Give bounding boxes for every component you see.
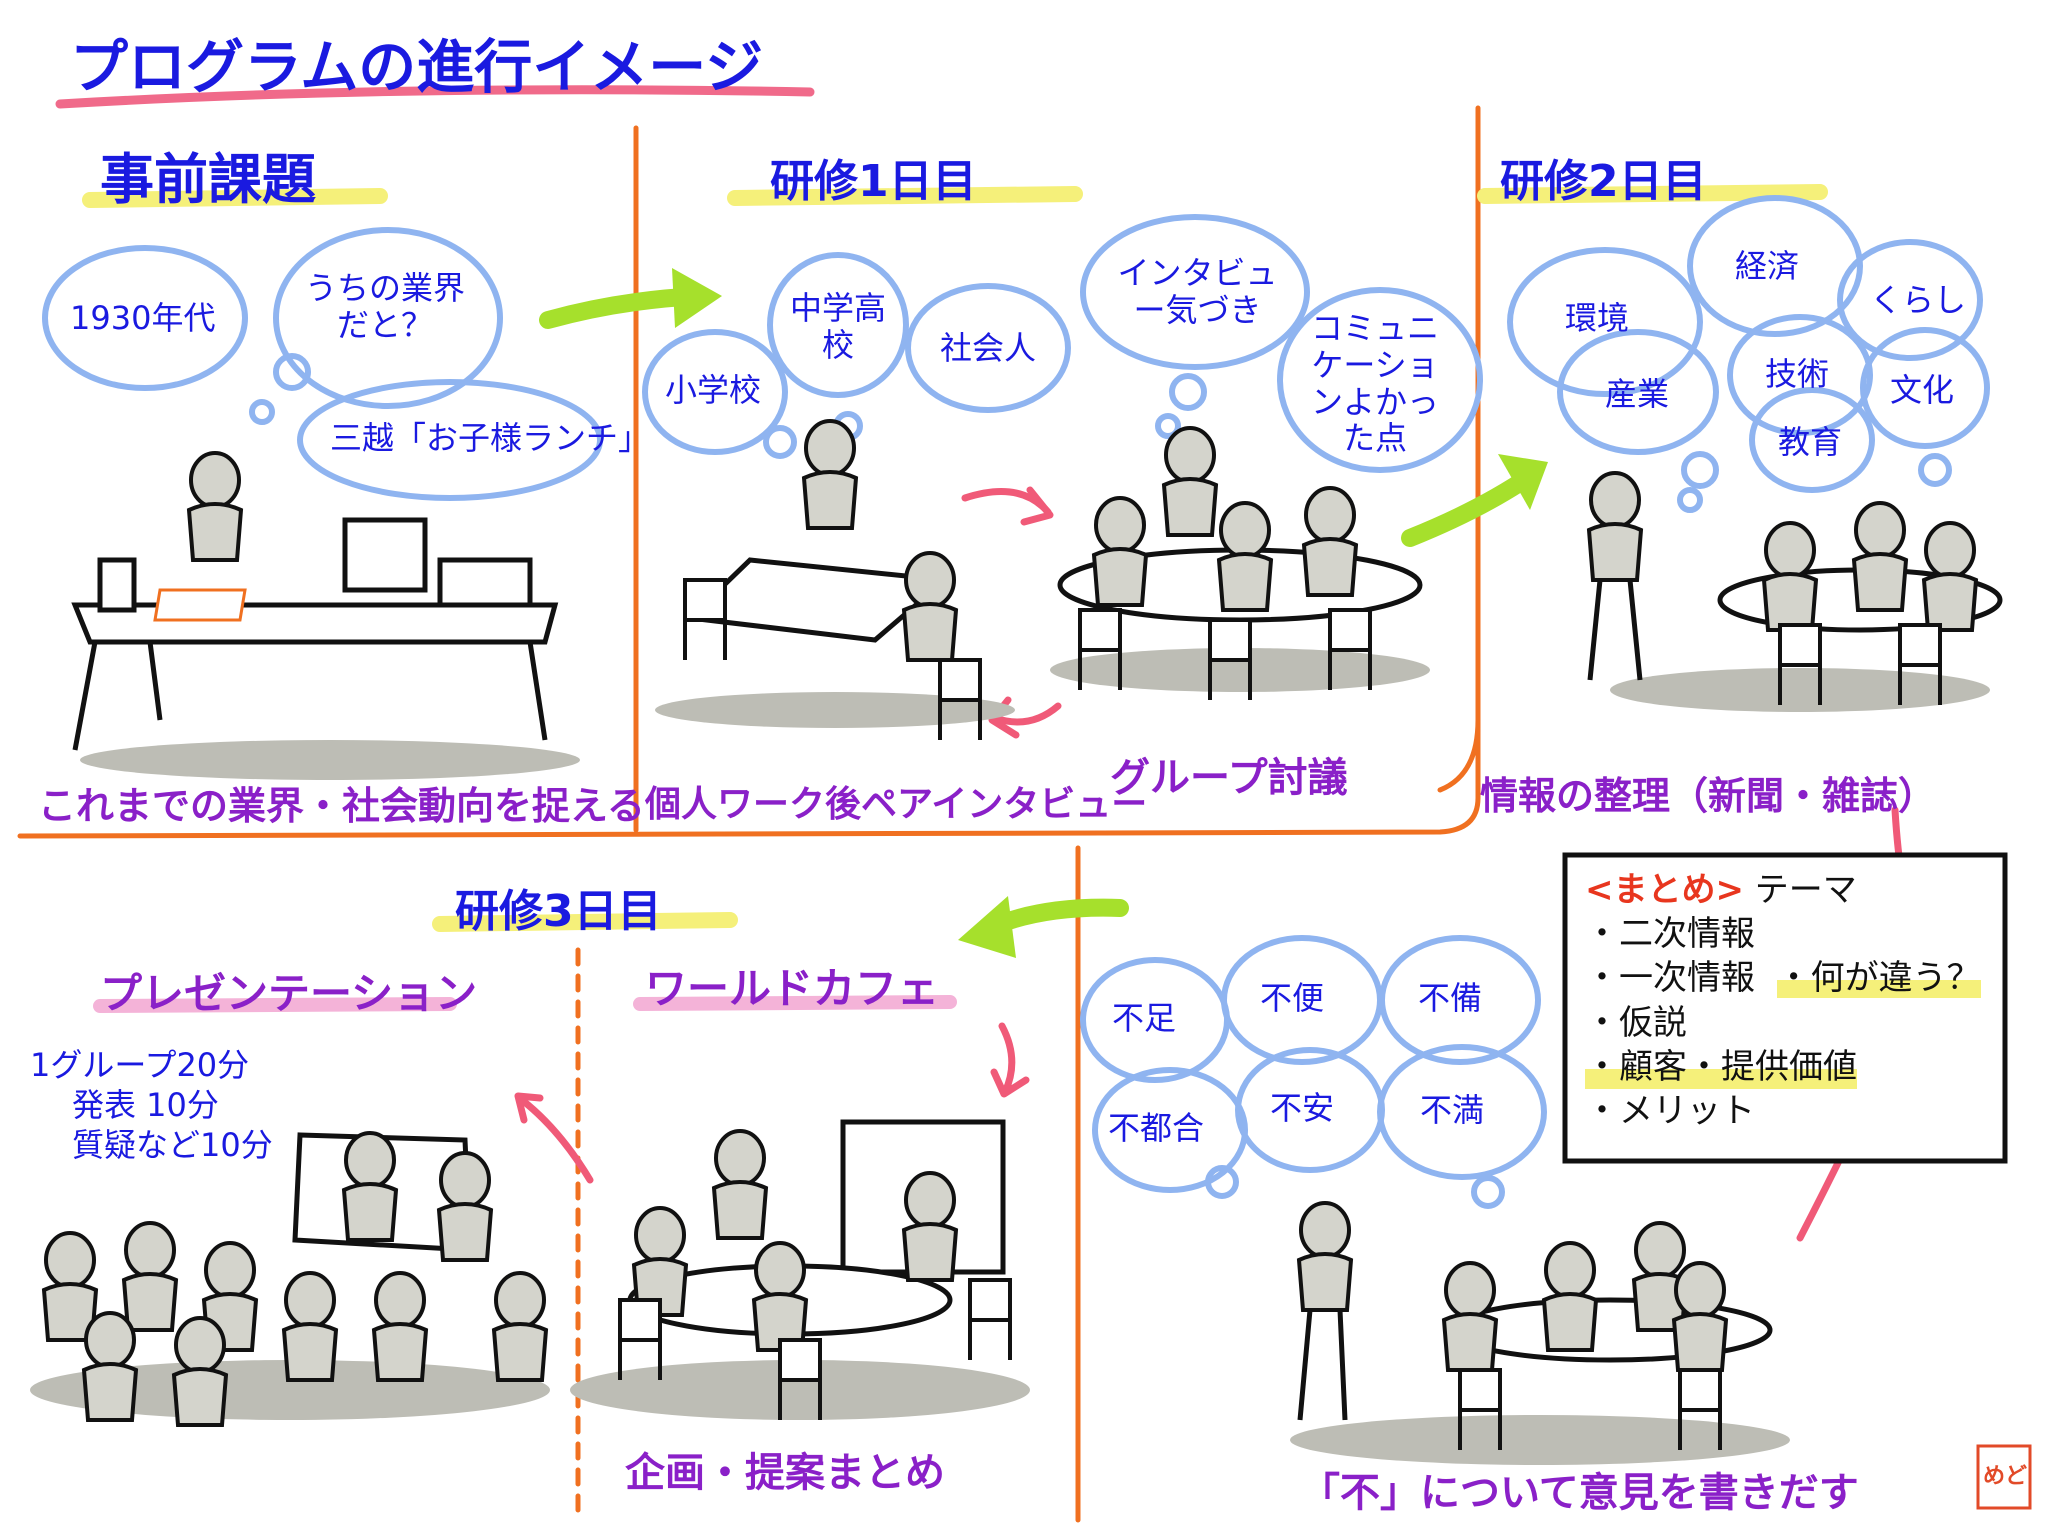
heading-highlights [82, 184, 1828, 1013]
scene-day2-organize [1587, 471, 2003, 712]
heading-day3: 研修3日目 [455, 886, 662, 937]
summary-tag: <まとめ> [1585, 870, 1744, 910]
caption-pre-task: これまでの業界・社会動向を捉える [38, 784, 645, 828]
bubble-communication: コミュニケーションよかった点 [1310, 309, 1439, 458]
note-presentation-time: 発表 10分 [72, 1086, 219, 1124]
bubble-mitsukoshi: 三越「お子様ランチ」 [330, 419, 651, 457]
bubble-working-adult: 社会人 [940, 329, 1037, 367]
bubble-fuman: 不満 [1420, 1091, 1485, 1129]
title-underline [55, 85, 815, 109]
summary-item-primary: ・一次情報 [1585, 958, 1755, 999]
heading-day2: 研修2日目 [1500, 156, 1707, 207]
caption-pair-interview: 個人ワーク後ペアインタビュー [645, 784, 1148, 825]
bubble-futsugou: 不都合 [1108, 1109, 1205, 1147]
scene-pre-task-desk [71, 451, 580, 780]
caption-proposal: 企画・提案まとめ [625, 1450, 945, 1496]
title: プログラムの進行イメージ [70, 33, 764, 101]
signature-stamp-frame [1976, 1444, 2032, 1510]
progress-arrows-green [539, 268, 1548, 958]
note-group-time: 1グループ20分 [30, 1046, 250, 1084]
thought-bubbles [42, 195, 1990, 1209]
summary-box-frame [1562, 852, 2008, 1164]
bubble-fuan: 不安 [1270, 1089, 1335, 1127]
section-dividers [17, 105, 1481, 1523]
signature: めど [1982, 1464, 2027, 1489]
bubble-economy: 経済 [1735, 247, 1800, 285]
summary-item-difference: ・何が違う？ [1776, 958, 1981, 999]
caption-fu-opinions: 「不」について意見を書きだす [1300, 1470, 1859, 1516]
summary-item-secondary: ・二次情報 [1585, 914, 1755, 955]
summary-item-merit: ・メリット [1585, 1090, 1755, 1131]
heading-presentation: プレゼンテーション [100, 969, 478, 1018]
bubble-living: くらし [1870, 281, 1967, 319]
divider-day1-day2 [17, 105, 1481, 839]
scene-day1-group-discussion [1050, 426, 1430, 702]
scene-day3-world-cafe [570, 1119, 1030, 1422]
bubble-industry: 産業 [1605, 375, 1670, 413]
bubble-culture: 文化 [1890, 371, 1955, 409]
bubble-education: 教育 [1778, 423, 1843, 461]
heading-pre-task: 事前課題 [100, 148, 316, 211]
summary-theme: テーマ [1754, 870, 1857, 910]
bubble-technology: 技術 [1765, 355, 1830, 393]
bubble-interview-insights: インタビュー気づき [1117, 254, 1278, 329]
summary-box: <まとめ> テーマ ・二次情報 ・一次情報 ・何が違う？ ・仮説 ・顧客・提供価… [1585, 868, 1981, 1133]
bubble-fusoku: 不足 [1112, 999, 1177, 1037]
divider-day2-extend [1437, 717, 1481, 793]
note-qa-time: 質疑など10分 [72, 1126, 273, 1164]
bubble-fuben: 不便 [1260, 979, 1325, 1017]
summary-item-hypothesis: ・仮説 [1585, 1002, 1687, 1043]
heading-day1: 研修1日目 [770, 156, 977, 207]
bubble-elementary: 小学校 [665, 371, 762, 409]
scene-day1-pair-interview [655, 419, 1015, 742]
scene-day3-presentation [30, 1131, 550, 1427]
heading-world-cafe: ワールドカフェ [645, 964, 940, 1013]
bubble-1930s: 1930年代 [70, 299, 216, 337]
scene-fu-discussion [1290, 1201, 1790, 1465]
caption-group-discussion: グループ討議 [1110, 755, 1348, 801]
presentation-note: 1グループ20分 発表 10分 質疑など10分 [30, 1045, 273, 1165]
summary-item-customer-value: ・顧客・提供価値 [1585, 1044, 1857, 1089]
bubble-our-industry: うちの業界だと？ [305, 269, 466, 344]
bubble-fubi: 不備 [1418, 979, 1483, 1017]
bubble-junior-high: 中学高校 [790, 289, 887, 364]
bubble-environment: 環境 [1565, 299, 1630, 337]
caption-organize-info: 情報の整理（新聞・雑誌） [1480, 774, 1937, 818]
